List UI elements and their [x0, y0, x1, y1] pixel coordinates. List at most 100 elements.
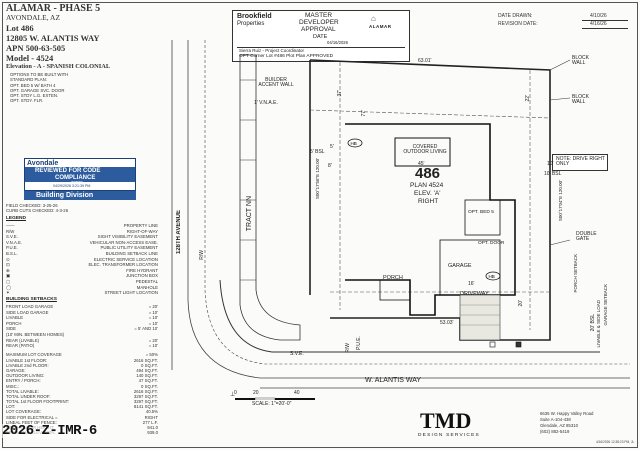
list-item: REAR (PATIO)= 10' — [6, 343, 158, 349]
row-value: 40.5% — [145, 409, 158, 415]
date-drawn-value: 4/10/26 — [590, 13, 607, 19]
list-item: LIVABLE 2nd FLOOR: 0 SQ.FT. — [6, 363, 158, 369]
row-value: 140 SQ.FT. — [136, 373, 158, 379]
lot-number: Lot 486 — [6, 23, 34, 33]
date-label: DATE — [313, 34, 328, 40]
row-value: 939.0 — [147, 430, 158, 436]
row-key: ▢ — [6, 279, 11, 284]
row-value: 2616 SQ.FT. — [133, 389, 158, 394]
row-value: = 20' — [148, 304, 158, 309]
list-item: (10' MIN. BETWEEN HOMES) — [6, 332, 158, 338]
developer-approval-stamp: Brookfield Properties MASTER DEVELOPER A… — [232, 10, 410, 62]
row-key: SIDE — [6, 326, 17, 332]
scale-tick: 20 — [253, 390, 259, 396]
row-value: VEHICULAR NON-ACCESS EASE. — [89, 239, 158, 245]
stamp-band — [25, 167, 135, 182]
approval-line: DEVELOPER — [299, 19, 339, 26]
scale-tick: 0 — [234, 390, 237, 396]
elevation: Elevation - A - SPANISH COLONIAL — [6, 63, 111, 70]
project-name: ALAMAR - PHASE 5 — [6, 3, 101, 14]
scale-bar — [235, 398, 255, 400]
list-item: REAR (LIVABLE)= 20' — [6, 338, 158, 344]
garage-setback-label: GARAGE SETBACK — [603, 284, 608, 326]
row-key: TOTAL LIVABLE: — [6, 389, 39, 394]
lot-number-label: 486 — [415, 165, 441, 182]
date-drawn-label: DATE DRAWN: — [498, 13, 533, 19]
row-key: LIVABLE 2nd FLOOR: — [6, 363, 49, 369]
dim-label: 53.03' — [440, 320, 454, 326]
row-key: ENTRY / PORCH: — [6, 378, 41, 384]
stamp-line: REVIEWED FOR CODE — [35, 168, 101, 174]
dim-label: 77' — [361, 110, 367, 117]
list-item: ⊕FIRE HYDRANT — [6, 268, 158, 274]
row-key: V.N.A.E. — [6, 239, 23, 245]
porch — [379, 279, 411, 301]
division-band — [24, 191, 136, 200]
list-item: LIVABLE= 10' — [6, 315, 158, 321]
list-item: LOT:8141 SQ.FT. — [6, 404, 158, 410]
plan-label: PLAN 4524 — [410, 182, 444, 189]
list-item: TOTAL LIVABLE: 2616 SQ.FT. — [6, 389, 158, 395]
list-item: ◯MANHOLE — [6, 285, 158, 291]
row-value: 0 SQ.FT. — [141, 363, 158, 369]
row-key: OUTDOOR LIVING: — [6, 373, 45, 379]
hose-bib-icon — [347, 138, 363, 148]
option-item: OPT. BED 5 W/ BATH 4 — [10, 83, 56, 88]
list-item: ⊡ELEC. TRANSFORMER LOCATION — [6, 262, 158, 268]
row-value: 3297 SQ.FT. — [133, 394, 158, 400]
builder-wall-label: BUILDER ACCENT WALL — [258, 77, 294, 88]
curb-cuts-checked: CURB CUTS CHECKED: 4-3-26 — [6, 208, 69, 213]
stamp-division: Building Division — [36, 192, 94, 199]
project-city: AVONDALE, AZ — [6, 13, 61, 22]
row-key: ⊡ — [6, 262, 10, 268]
svg-text:HB: HB — [489, 274, 495, 279]
code-compliance-stamp: Avondale REVIEWED FOR CODE COMPLIANCE gp… — [24, 158, 136, 191]
list-item: PORCH = 10' — [6, 321, 158, 327]
street-label-128th: 128TH AVENUE — [176, 210, 182, 255]
svg-text:HB: HB — [351, 141, 357, 146]
row-key: (10' MIN. BETWEEN HOMES) — [6, 332, 65, 337]
row-value: 2616 SQ.FT. — [133, 358, 158, 363]
pedestal-icon — [489, 341, 496, 348]
north-arrow-icon: ⊥ — [230, 392, 236, 398]
row-value: RIGHT-OF-WAY — [126, 228, 158, 234]
dim-label: 16' — [468, 281, 475, 287]
drive-note: NOTE: DRIVE RIGHT ONLY — [556, 156, 605, 167]
row-key: PORCH — [6, 320, 22, 326]
driveway-label: DRIVEWAY — [460, 291, 489, 297]
list-item: MISC.:0 SQ.FT. — [6, 384, 158, 390]
list-item: TOTAL UNDER ROOF:3297 SQ.FT. — [6, 394, 158, 400]
row-value: BUILDING SETBACK LINE — [105, 251, 158, 256]
approval-line: MASTER — [305, 12, 333, 19]
row-key: LINEAL FEET OF FENCE: — [6, 420, 57, 426]
dim-label: 20' — [518, 300, 524, 307]
elev-label: ELEV. 'A' — [414, 190, 441, 197]
legend-title: LEGEND — [6, 216, 26, 221]
row-value: SIGHT VISIBILITY EASEMENT — [97, 234, 158, 240]
tract-label: TRACT NN — [246, 196, 253, 232]
garage-label: GARAGE — [448, 263, 472, 269]
list-item: S.V.E.SIGHT VISIBILITY EASEMENT — [6, 234, 158, 240]
row-value: RIGHT — [144, 415, 158, 420]
list-item: ▣JUNCTION BOX — [6, 273, 158, 279]
hand-label: RIGHT — [418, 198, 439, 205]
dim-label: 63.01' — [418, 58, 432, 64]
row-value: = 10' — [148, 320, 158, 326]
row-value: PEDESTAL — [135, 279, 158, 284]
scale-tick: 40 — [294, 390, 300, 396]
dim-label: 10' BSL — [544, 171, 562, 177]
pue-label: P.U.E. — [356, 336, 362, 350]
plot-plan-drawing: HB HB — [171, 40, 630, 400]
tmd-logo-text: TMD — [420, 408, 472, 433]
covered-outdoor-label: COVERED OUTDOOR LIVING — [403, 144, 447, 155]
bearing-label: S00°17'04"E 120.00' — [558, 180, 563, 222]
list-item: B.S.L.BUILDING SETBACK LINE — [6, 251, 158, 257]
option-item: OPT. STDY L.G. EXTEN. — [10, 93, 59, 98]
row-value: 8141 SQ.FT. — [133, 404, 158, 410]
row-key: MAXIMUM LOT COVERAGE — [6, 352, 62, 357]
list-item: LOT COVERAGE:40.5% — [6, 409, 158, 415]
row-value: 941.0 — [147, 425, 158, 431]
alamar-icon: ⌂ — [371, 14, 376, 23]
row-key: ▣ — [6, 273, 11, 279]
row-value: STREET LIGHT LOCATION — [104, 290, 158, 296]
